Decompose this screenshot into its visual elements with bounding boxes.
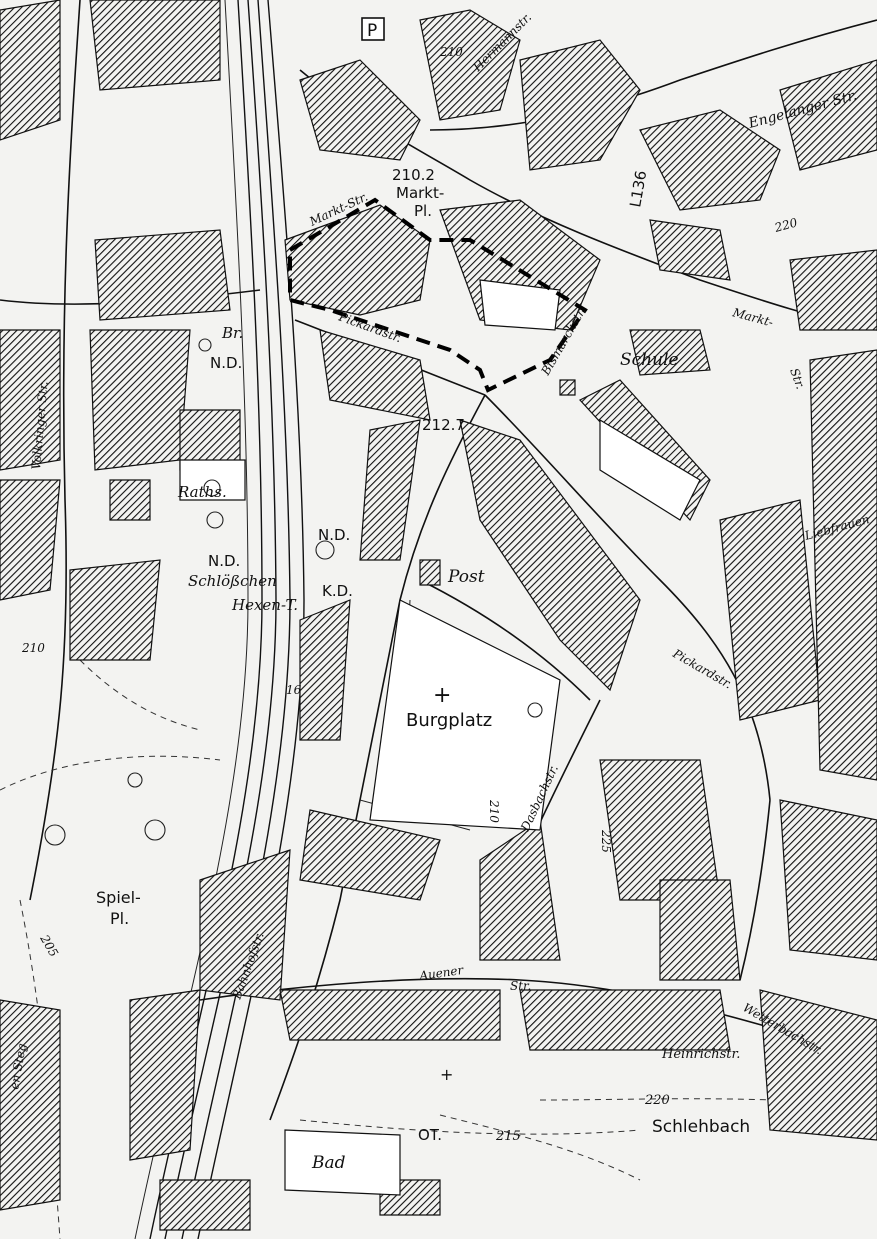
label-schule: Schule [620, 350, 679, 370]
label-nd-top: N.D. [210, 354, 242, 372]
label-elev-205: 205 [37, 932, 61, 960]
label-auenstr-b: Str. [510, 979, 531, 993]
label-elev-225: 225 [599, 829, 613, 853]
label-elev-16: 16 [286, 683, 302, 697]
label-auenstr-a: Auener [417, 963, 465, 983]
label-elev-212-7: 212.7 [422, 416, 465, 434]
label-nd-left: N.D. [208, 552, 240, 570]
label-markt-str-right2: Str. [787, 366, 807, 391]
label-elev-210-burgplatz: 210 [487, 799, 501, 823]
label-pickardstr-right: Pickardstr. [670, 646, 735, 691]
label-hexen: Hexen-T. [231, 596, 298, 614]
label-elev-220: 220 [644, 1093, 670, 1108]
label-markt-str-right: Markt- [730, 305, 775, 329]
label-elev-220-right: 220 [772, 215, 799, 235]
label-spiel-1: Spiel- [96, 888, 141, 907]
label-burgplatz: Burgplatz [406, 710, 492, 731]
label-cross-small: + [440, 1065, 453, 1084]
label-kd: K.D. [322, 582, 353, 600]
label-markt-pl-2: Pl. [414, 202, 432, 220]
label-br: Br. [221, 324, 243, 342]
parking-sign: P [361, 17, 385, 41]
label-markt-pl-1: Markt- [396, 184, 444, 202]
label-raths: Raths. [177, 483, 227, 501]
label-nd-mid: N.D. [318, 526, 350, 544]
label-schlehbach: Schlehbach [652, 1117, 750, 1137]
label-bad: Bad [311, 1153, 346, 1173]
label-schloesschen: Schlößchen [188, 572, 277, 590]
label-elev-215: 215 [495, 1129, 521, 1144]
label-elev-210-2: 210.2 [392, 166, 435, 184]
label-spiel-2: Pl. [110, 909, 129, 928]
trees [44, 338, 543, 846]
label-elev-210-top: 210 [439, 45, 463, 59]
label-elev-210-left: 210 [21, 641, 45, 655]
label-post: Post [447, 567, 485, 587]
label-burgplatz-cross: + [433, 683, 451, 708]
svg-text:P: P [367, 21, 377, 41]
label-heinrichstr: Heinrichstr. [661, 1047, 740, 1062]
dashed-boundary [288, 197, 588, 393]
label-road-l136: L136 [626, 169, 650, 209]
label-ot: OT. [418, 1126, 442, 1144]
